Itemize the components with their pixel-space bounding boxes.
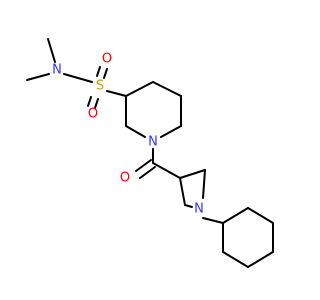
atom-n-methyl: N	[52, 63, 62, 78]
atom-sulfur: S	[96, 79, 104, 94]
atom-n-azetidine: N	[194, 202, 204, 217]
bond-s-o-upper-b	[103, 68, 108, 79]
bond-lines	[26, 38, 274, 268]
atom-oxygen-upper: O	[102, 52, 112, 67]
bond-ring-5	[125, 125, 146, 138]
atom-labels: N S O O N O N	[52, 52, 204, 217]
bond-carbonyl-azetidine	[152, 162, 181, 179]
bond-methyl-upper	[47, 38, 56, 63]
bond-methyl-left	[26, 73, 50, 81]
bond-cyclohexane-2	[247, 207, 274, 224]
bond-cyclohexane-5	[222, 251, 249, 268]
bond-ring-2	[152, 81, 182, 97]
bond-cyclohexane-4	[247, 251, 274, 268]
bond-s-o-upper-a	[96, 66, 101, 77]
bond-ring-4	[160, 125, 182, 138]
molecule-structure: N S O O N O N	[26, 38, 274, 268]
atom-oxygen-lower: O	[88, 107, 98, 122]
bond-n-s	[63, 73, 93, 83]
bond-s-o-lower-a	[87, 96, 92, 107]
bond-n-cyclohexyl	[202, 217, 224, 224]
bond-azetidine-3	[184, 204, 193, 208]
atom-n-piperidine: N	[148, 135, 158, 150]
bond-co-a	[135, 159, 152, 172]
bond-s-o-lower-b	[94, 98, 99, 109]
bond-cyclohexane-1	[222, 207, 249, 224]
bond-azetidine-4	[179, 177, 186, 206]
bond-azetidine-1	[179, 169, 206, 179]
bond-ring-1	[125, 81, 154, 97]
bond-s-ring	[106, 90, 127, 97]
bond-co-b	[139, 166, 156, 179]
bond-azetidine-2	[202, 169, 206, 199]
atom-oxygen-carbonyl: O	[120, 171, 130, 186]
